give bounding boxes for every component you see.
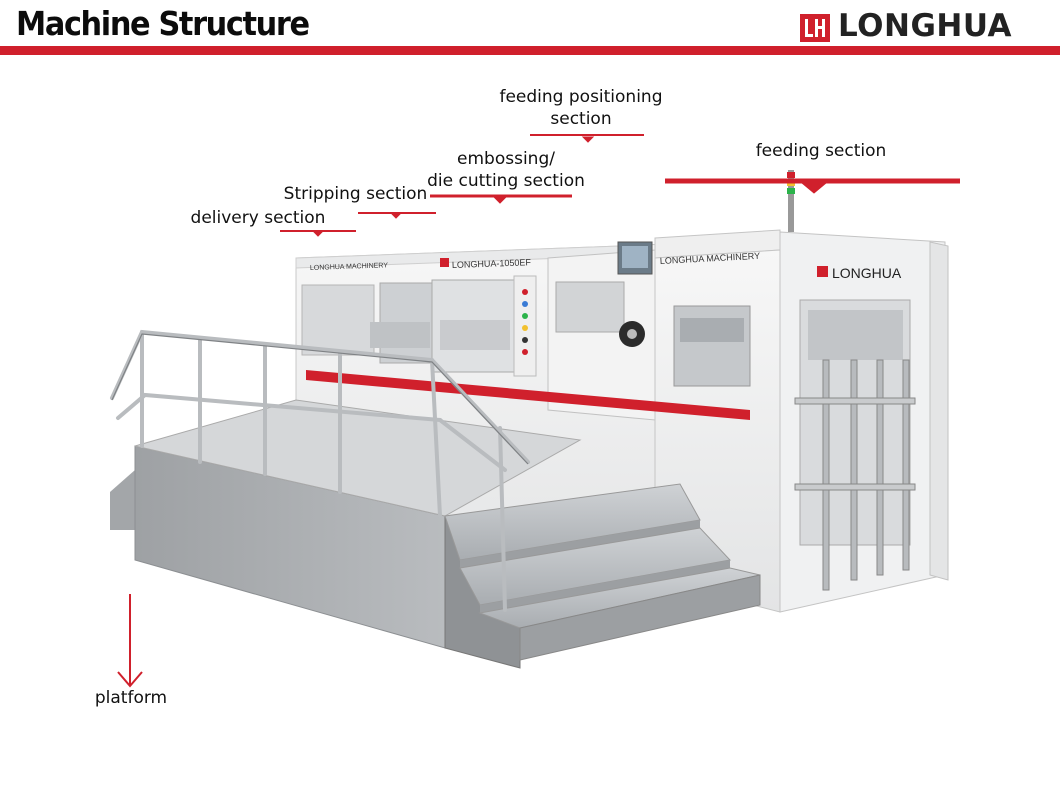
page-title: Machine Structure <box>16 4 310 43</box>
brand-logo-text: LONGHUA <box>838 8 1013 44</box>
label-stripping: Stripping section <box>283 184 428 204</box>
label-feeding: feeding section <box>755 141 887 161</box>
label-feeding-positioning-line1: feeding positioning <box>499 87 663 107</box>
label-platform: platform <box>94 688 168 708</box>
handrail <box>110 329 530 612</box>
brand-logo: LONGHUA <box>800 8 1050 46</box>
signal-tower <box>788 170 794 232</box>
machine-brand-feeder: LONGHUA <box>832 265 902 281</box>
label-embossing: embossing/ die cutting section <box>416 148 596 192</box>
platform-wall-left <box>110 470 135 530</box>
header-divider <box>0 46 1060 55</box>
red-stripe <box>306 370 750 420</box>
label-embossing-line2: die cutting section <box>427 171 585 191</box>
label-delivery: delivery section <box>190 208 326 228</box>
label-feeding-positioning-line2: section <box>550 109 612 129</box>
delivery-window <box>301 284 375 356</box>
machine-model: LONGHUA-1050EF <box>452 257 532 270</box>
label-feeding-positioning: feeding positioning section <box>486 86 676 130</box>
label-embossing-line1: embossing/ <box>457 149 555 169</box>
machine-brand-small: LONGHUA MACHINERY <box>310 262 389 272</box>
longhua-logo-icon <box>800 14 830 42</box>
